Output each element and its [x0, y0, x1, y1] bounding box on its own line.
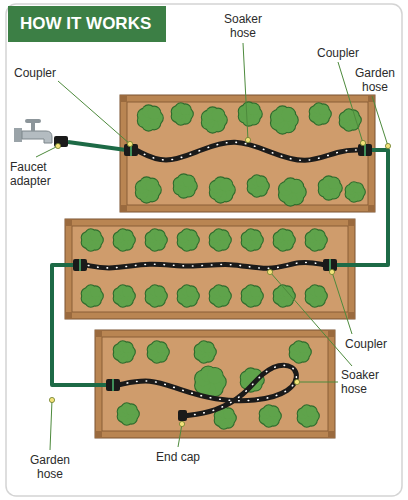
leader-line	[297, 382, 338, 383]
callout-label: Soaker hose	[341, 368, 391, 396]
callout-label: Coupler	[334, 337, 398, 351]
coupler	[358, 144, 372, 156]
bed-corner	[328, 330, 335, 337]
plant	[136, 177, 161, 202]
plant	[310, 103, 331, 124]
plant	[242, 285, 263, 306]
plant	[172, 103, 193, 124]
plant	[114, 285, 135, 306]
leader-dot	[179, 421, 184, 426]
leader-dot	[385, 143, 390, 148]
bed-frame	[65, 219, 355, 319]
leader-line	[178, 424, 182, 447]
leader-line	[58, 81, 130, 144]
plant	[298, 405, 319, 426]
plant	[242, 229, 263, 250]
bed-frame	[95, 330, 335, 438]
soaker-holes	[118, 365, 296, 416]
bed-soil	[102, 337, 328, 431]
plant	[248, 175, 269, 196]
plant	[114, 229, 135, 250]
coupler	[73, 259, 87, 271]
soaker-holes	[86, 262, 325, 268]
leader-line	[36, 146, 58, 157]
end-cap	[178, 410, 187, 421]
plant	[271, 106, 298, 133]
leader-dot	[360, 140, 365, 145]
leader-line	[372, 96, 388, 146]
leader-dot	[267, 269, 272, 274]
bed-corner	[328, 431, 335, 438]
plant	[346, 182, 365, 201]
plant	[148, 341, 169, 362]
plant	[306, 229, 327, 250]
callout-label: Soaker hose	[214, 12, 272, 40]
leader-dot	[127, 141, 132, 146]
plant	[195, 341, 216, 362]
bed-corner	[120, 95, 127, 102]
plant	[82, 229, 103, 250]
bed-frame	[120, 95, 375, 212]
bed-soil	[127, 102, 368, 205]
garden-hose	[68, 142, 126, 150]
plant	[114, 341, 135, 362]
plant	[138, 105, 163, 130]
leader-dot	[55, 143, 60, 148]
soaker-hose	[86, 262, 325, 268]
plant	[239, 102, 262, 125]
callout-label: Coupler	[14, 66, 78, 80]
garden-hose	[52, 265, 108, 385]
plant	[178, 285, 199, 306]
leader-dot	[49, 397, 54, 402]
bed-corner	[95, 431, 102, 438]
faucet	[14, 119, 52, 143]
bed-corner	[348, 219, 355, 226]
plant	[290, 341, 311, 362]
bed-soil	[72, 226, 348, 312]
bed-corner	[95, 330, 102, 337]
garden-hose	[335, 150, 388, 265]
callout-label: Garden hose	[350, 66, 400, 94]
plant	[202, 107, 227, 132]
leader-dot	[329, 269, 334, 274]
coupler	[106, 379, 120, 391]
leader-line	[243, 43, 248, 140]
plant	[210, 177, 235, 202]
leader-line	[270, 272, 352, 366]
callout-label: Coupler	[306, 46, 370, 60]
plant	[274, 229, 295, 250]
coupler	[323, 259, 337, 271]
bed-corner	[120, 205, 127, 212]
leader-dot	[294, 379, 299, 384]
plant	[82, 285, 103, 306]
plant	[210, 285, 231, 306]
soaker-holes	[136, 142, 360, 160]
bed-corner	[348, 312, 355, 319]
title-banner: HOW IT WORKS	[8, 6, 166, 42]
plant	[306, 285, 327, 306]
soaker-hose	[118, 365, 296, 416]
plant	[178, 229, 199, 250]
plant	[279, 178, 306, 205]
card-border	[6, 4, 402, 496]
leader-dot	[245, 137, 250, 142]
callout-label: End cap	[152, 450, 204, 464]
leader-line	[50, 400, 52, 450]
plant	[146, 229, 167, 250]
plant	[146, 285, 167, 306]
bed-corner	[65, 219, 72, 226]
callout-label: Faucet adapter	[10, 160, 66, 188]
plant	[260, 405, 281, 426]
bed-corner	[368, 205, 375, 212]
plant	[319, 176, 342, 199]
plant	[174, 174, 197, 197]
leader-line	[332, 272, 352, 334]
plant	[210, 229, 231, 250]
callout-label: Garden hose	[22, 453, 78, 481]
plant	[118, 403, 139, 424]
plant	[340, 109, 361, 130]
bed-corner	[65, 312, 72, 319]
soaker-hose	[136, 142, 360, 160]
